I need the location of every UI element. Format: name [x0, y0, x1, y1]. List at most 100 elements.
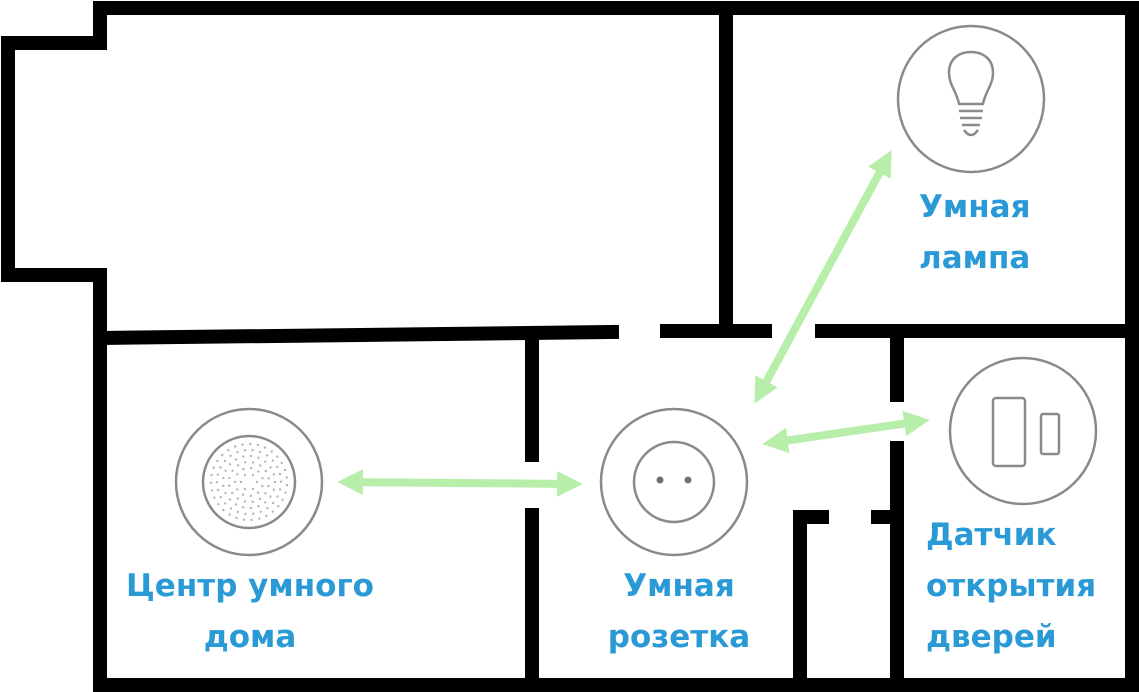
grille-dot	[269, 466, 272, 469]
grille-dot	[210, 473, 213, 477]
grille-dot	[244, 512, 247, 515]
grille-dot	[251, 449, 254, 452]
grille-dot	[242, 455, 245, 458]
grille-dot	[222, 476, 225, 480]
grille-dot	[229, 507, 233, 510]
grille-dot	[228, 484, 231, 487]
grille-dot	[251, 461, 255, 464]
light-bulb-icon	[896, 24, 1046, 174]
grille-dot	[272, 488, 275, 491]
socket-hole-left	[656, 476, 664, 484]
grille-dot	[221, 453, 224, 457]
grille-dot	[269, 495, 272, 498]
grille-dot	[241, 493, 245, 496]
grille-dot	[285, 476, 288, 479]
grille-dot	[242, 518, 246, 521]
grille-dot	[209, 481, 213, 484]
grille-dot	[284, 491, 287, 494]
grille-dot	[210, 489, 214, 492]
grille-dot	[227, 449, 230, 452]
arrow-socket-lamp	[754, 150, 892, 404]
grille-dot	[265, 514, 268, 517]
grille-dot	[233, 445, 237, 448]
grille-dot	[271, 459, 274, 462]
grille-dot	[231, 469, 234, 472]
grille-dot	[242, 506, 245, 509]
grille-dot	[278, 488, 282, 491]
grille-dot	[280, 461, 283, 465]
grille-dot	[257, 505, 260, 508]
smart-hub-icon	[174, 407, 324, 557]
grille-dot	[256, 443, 259, 447]
grille-dot	[272, 473, 276, 476]
grille-dot	[273, 480, 277, 484]
grille-dot	[235, 488, 239, 491]
grille-dot	[267, 484, 270, 488]
grille-dot	[258, 497, 262, 500]
grille-dot	[228, 476, 231, 480]
grille-dot	[249, 506, 253, 510]
grille-dot	[243, 500, 247, 503]
grille-dot	[263, 446, 267, 449]
grille-dot	[215, 481, 219, 484]
grille-dot	[261, 477, 264, 480]
grille-dot	[283, 468, 287, 472]
grille-dot	[277, 505, 280, 508]
grille-dot	[217, 503, 220, 506]
grille-dot	[233, 480, 237, 483]
grille-dot	[236, 497, 239, 500]
grille-dot	[279, 480, 283, 483]
power-socket-icon	[599, 407, 749, 557]
grille-dot	[216, 488, 220, 492]
grille-dot	[222, 508, 225, 512]
socket-label: Умная розетка	[554, 561, 804, 663]
grille-dot	[249, 442, 252, 446]
lamp-label-line-1: Умная	[919, 189, 1031, 225]
grille-dot	[224, 469, 227, 472]
grille-dot	[216, 459, 219, 463]
grille-dot	[224, 502, 227, 505]
grille-dot	[271, 501, 275, 505]
lamp-label-line-2: лампа	[919, 240, 1031, 276]
grille-dot	[229, 454, 232, 457]
grille-dot	[267, 477, 270, 480]
hub-label-line-1: Центр умного	[126, 568, 374, 604]
door-sensor-label-line-2: открытия	[926, 568, 1097, 604]
grille-dot	[242, 468, 245, 471]
grille-dot	[244, 461, 247, 464]
grille-dot	[251, 512, 255, 515]
grille-dot	[236, 464, 240, 467]
grille-dot	[259, 510, 262, 513]
grille-dot	[250, 467, 253, 470]
grille-dot	[216, 473, 220, 476]
grille-dot	[270, 450, 273, 453]
grille-dot	[236, 510, 240, 514]
connections	[337, 150, 930, 497]
grille-dot	[264, 469, 267, 473]
socket-label-line-1: Умная	[623, 568, 735, 604]
grille-dot	[228, 498, 232, 501]
grille-dot	[219, 466, 222, 469]
grille-dot	[276, 495, 279, 498]
arrow-socket-sensor	[762, 410, 930, 454]
grille-dot	[261, 484, 264, 488]
grille-dot	[249, 494, 252, 498]
grille-dot	[236, 473, 239, 476]
hub-speaker-grille	[209, 442, 289, 522]
grille-dot	[264, 501, 267, 504]
grille-dot	[228, 463, 232, 466]
grille-dot	[266, 507, 269, 510]
grille-dot	[285, 483, 289, 487]
grille-dot	[228, 513, 231, 516]
arrow-hub-socket	[337, 469, 583, 497]
grille-dot	[243, 473, 247, 477]
grille-dot	[213, 496, 216, 499]
grille-dot	[259, 464, 262, 467]
grille-dot	[251, 487, 255, 491]
grille-dot	[235, 516, 238, 520]
grille-dot	[243, 449, 247, 452]
grille-dot	[255, 480, 259, 484]
grille-dot	[212, 466, 215, 469]
